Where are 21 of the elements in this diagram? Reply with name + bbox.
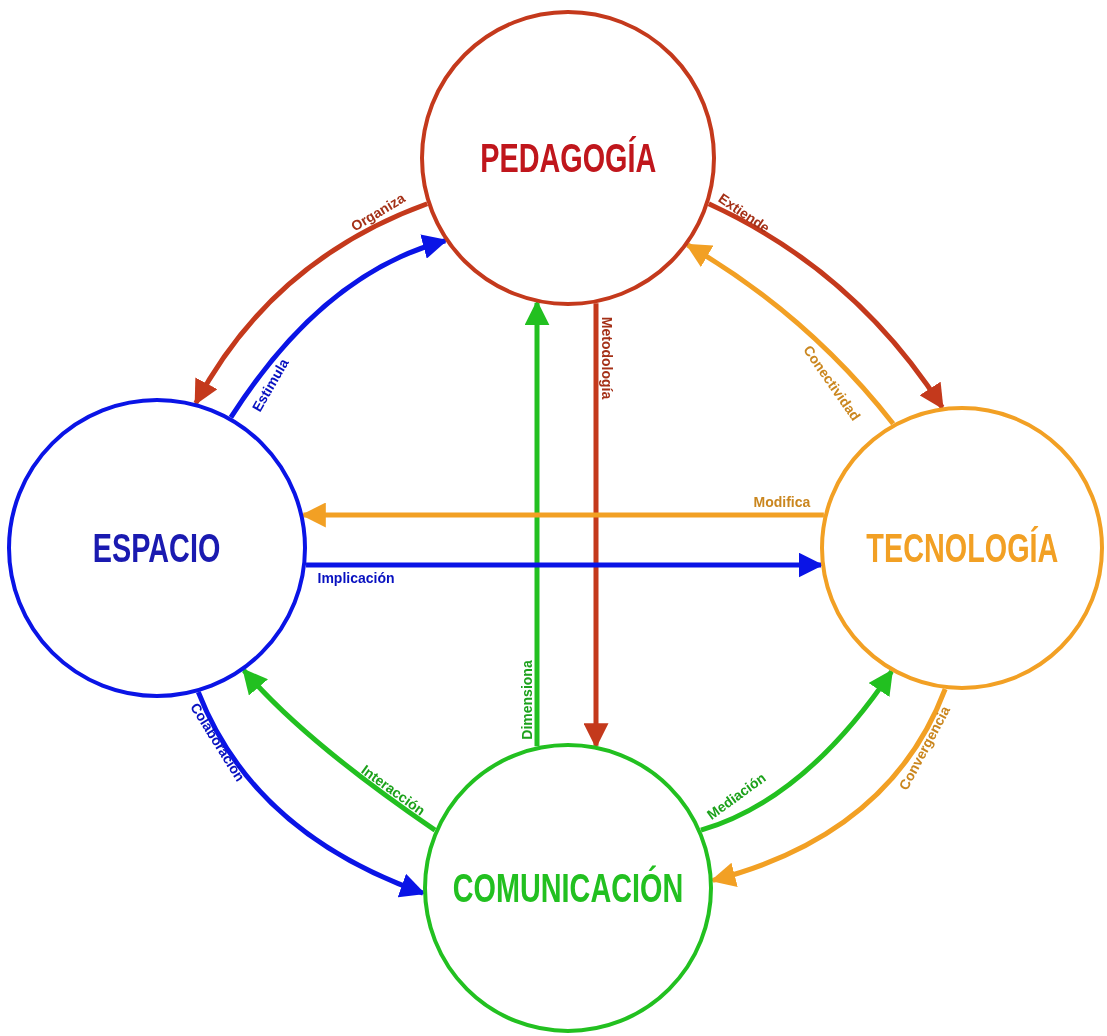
- arrow: [583, 303, 609, 749]
- concept-label: TECNOLOGÍA: [866, 525, 1058, 571]
- edge-label: Implicación: [317, 571, 395, 585]
- arrow: [193, 201, 429, 406]
- arrow: [300, 502, 824, 528]
- edge-label: Dimensiona: [519, 660, 534, 740]
- arrow: [685, 242, 896, 426]
- concept-label: PEDAGOGÍA: [480, 135, 656, 181]
- arrow: [242, 668, 437, 833]
- concept-circle: [420, 10, 716, 306]
- arrow: [707, 201, 945, 410]
- arrow: [196, 691, 426, 897]
- concept-label: COMUNICACIÓN: [452, 865, 684, 911]
- concept-label: ESPACIO: [93, 525, 221, 571]
- arrow: [700, 669, 894, 833]
- edge-label: Metodología: [600, 316, 615, 400]
- arrow: [228, 235, 448, 419]
- arrow: [524, 300, 550, 747]
- arrow: [710, 688, 948, 887]
- arrow: [306, 552, 824, 578]
- edge-label: Modifica: [753, 495, 811, 509]
